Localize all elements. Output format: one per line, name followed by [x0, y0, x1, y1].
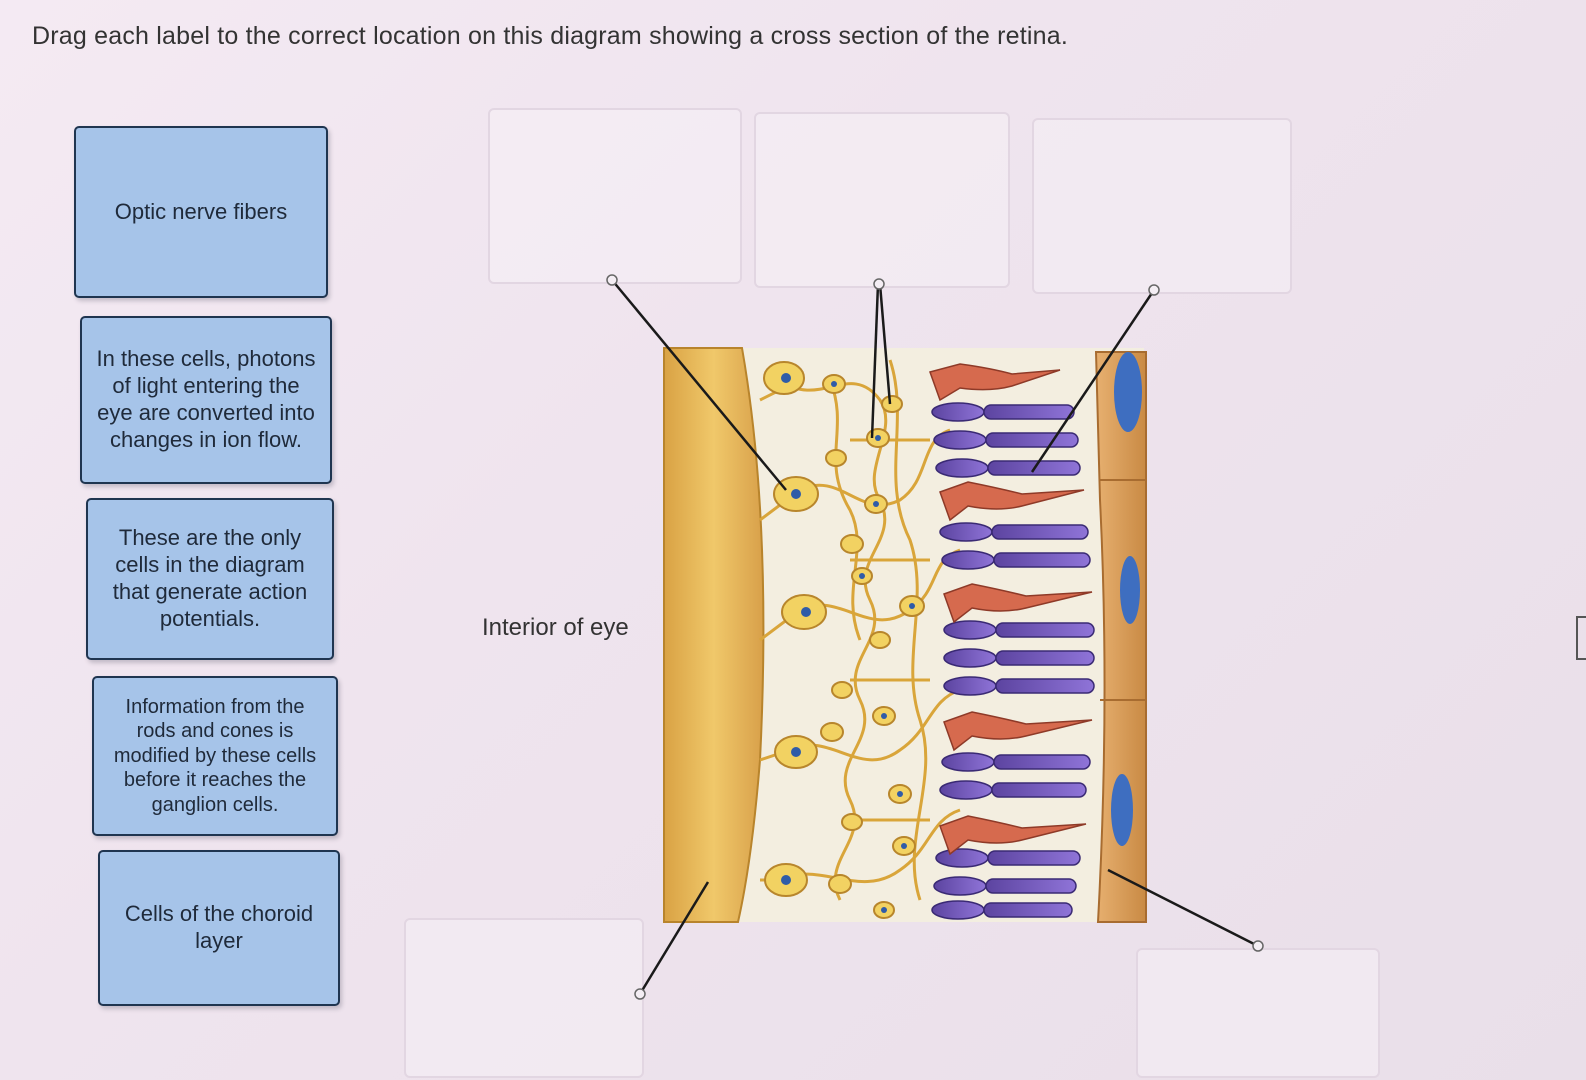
rod-cell [943, 620, 1095, 640]
rod-cell [939, 522, 1089, 542]
drop-zone-bottom-left[interactable] [404, 918, 644, 1078]
interior-of-eye-label: Interior of eye [482, 614, 629, 641]
anchor-top-1 [606, 274, 618, 286]
leader-line-top-3 [1030, 289, 1156, 473]
cone-cell [943, 583, 1093, 624]
drop-zone-top-2[interactable] [754, 112, 1010, 288]
drop-zone-top-1[interactable] [488, 108, 742, 284]
bipolar-nuclei [831, 381, 915, 913]
anchor-bottom-right [1252, 940, 1264, 952]
label-ganglion-description[interactable]: These are the only cells in the diagram … [86, 498, 334, 660]
leader-line-bottom-right [1107, 868, 1259, 948]
rod-cell [931, 900, 1073, 920]
rod-cell [941, 550, 1091, 570]
nerve-fiber-layer [663, 347, 765, 923]
ganglion-nuclei [781, 373, 811, 885]
label-optic-nerve-fibers[interactable]: Optic nerve fibers [74, 126, 328, 298]
choroid-nucleus [1120, 556, 1140, 624]
label-bipolar-description[interactable]: Information from the rods and cones is m… [92, 676, 338, 836]
drop-zone-bottom-right[interactable] [1136, 948, 1380, 1078]
anchor-top-2 [873, 278, 885, 290]
rod-cell [935, 458, 1081, 478]
cone-cell [929, 363, 1061, 402]
label-choroid-cells[interactable]: Cells of the choroid layer [98, 850, 340, 1006]
choroid-nucleus [1114, 352, 1142, 432]
rod-cell [943, 676, 1095, 696]
leader-line-bottom-left [638, 881, 710, 995]
leader-lines [611, 279, 1259, 995]
rod-cell [943, 648, 1095, 668]
rod-cell [933, 430, 1079, 450]
drop-zone-top-3[interactable] [1032, 118, 1292, 294]
choroid-nucleus [1111, 774, 1133, 846]
rod-cells [931, 402, 1095, 920]
anchor-bottom-left [634, 988, 646, 1000]
cone-cell [943, 711, 1093, 752]
anchor-top-3 [1148, 284, 1160, 296]
label-photoreceptor-description[interactable]: In these cells, photons of light enterin… [80, 316, 332, 484]
rod-cell [939, 780, 1087, 800]
scroll-edge-handle[interactable] [1576, 616, 1586, 660]
rod-cell [935, 848, 1081, 868]
neuron-network [759, 359, 961, 901]
choroid-cell-border [1100, 479, 1146, 701]
choroid-layer [1094, 351, 1147, 923]
cone-cell [939, 481, 1085, 522]
rod-cell [941, 752, 1091, 772]
leader-anchors [606, 274, 1264, 1000]
leader-line-top-2b [878, 283, 892, 405]
leader-line-top-2a [870, 283, 880, 439]
rod-cell [931, 402, 1075, 422]
cone-cells [929, 363, 1093, 856]
instruction-text: Drag each label to the correct location … [32, 22, 1069, 50]
rod-cell [933, 876, 1077, 896]
cone-cell [939, 815, 1087, 856]
leader-line-top-1 [611, 279, 787, 491]
